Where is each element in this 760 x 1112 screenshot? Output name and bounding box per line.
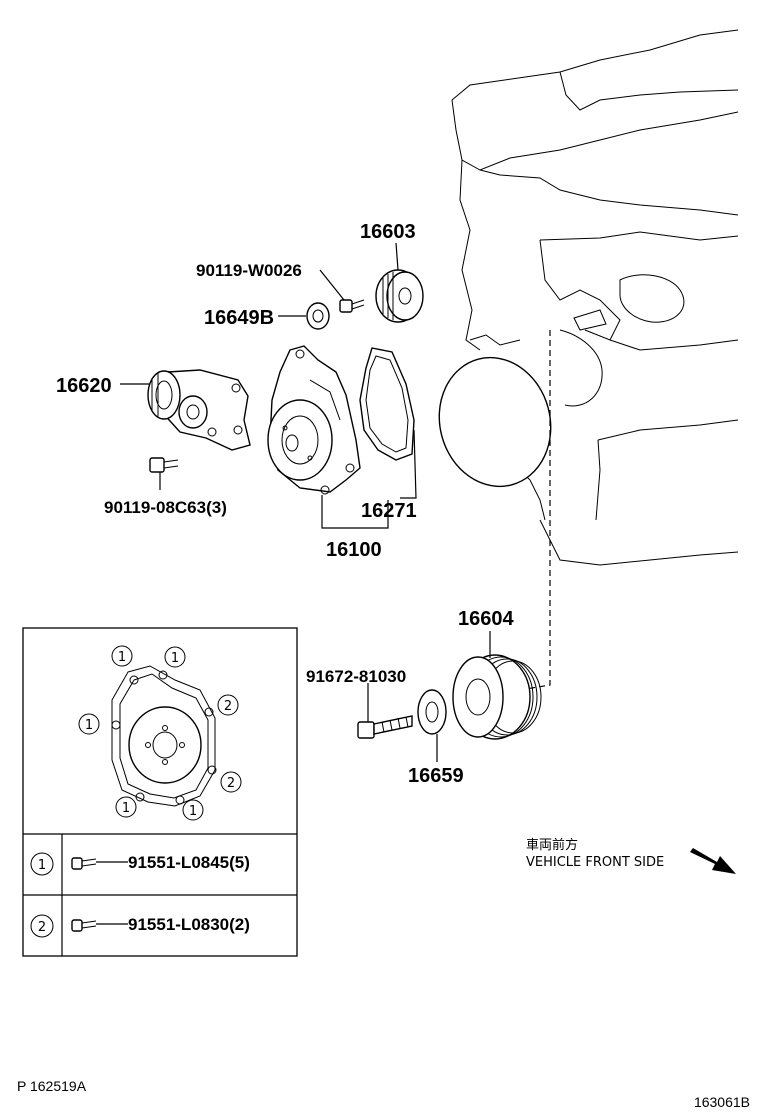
idler-pulley-16603 — [375, 269, 424, 323]
flange-callouts: 1 1 2 1 2 1 1 — [78, 645, 242, 821]
bolt-table-row-1: 1 91551-L0845(5) — [30, 852, 250, 876]
bolt-91672-81030 — [357, 715, 413, 739]
bolt-icon — [71, 919, 97, 932]
label-90119-w0026: 90119-W0026 — [196, 261, 302, 280]
callout-1b: 1 — [171, 651, 179, 666]
front-direction-arrow-icon — [690, 848, 736, 874]
footer-left-code: P 162519A — [17, 1078, 87, 1094]
pump-flange-outline — [111, 665, 217, 807]
callout-1e: 1 — [189, 804, 197, 819]
callout-2b: 2 — [227, 776, 235, 791]
label-16659: 16659 — [408, 765, 464, 787]
label-16271: 16271 — [361, 500, 417, 522]
row1-part-number: 91551-L0845(5) — [128, 853, 250, 872]
label-16620: 16620 — [56, 375, 112, 397]
row1-callout: 1 — [38, 858, 46, 873]
bolt-90119-w0026 — [339, 299, 365, 313]
row2-part-number: 91551-L0830(2) — [128, 915, 250, 934]
row2-callout: 2 — [38, 920, 46, 935]
front-note-en: VEHICLE FRONT SIDE — [526, 855, 664, 870]
water-pump-16100 — [267, 345, 361, 495]
gasket-16271 — [359, 347, 415, 461]
label-91672-81030: 91672-81030 — [306, 667, 406, 686]
label-16100: 16100 — [326, 539, 382, 561]
bolt-table-row-2: 2 91551-L0830(2) — [30, 914, 250, 938]
footer-right-code: 163061B — [694, 1094, 750, 1110]
label-16603: 16603 — [360, 221, 416, 243]
front-note-jp: 車両前方 — [526, 837, 578, 853]
bolt-90119-08c63 — [149, 457, 179, 473]
cap-16649b — [306, 302, 330, 330]
label-90119-08c63: 90119-08C63(3) — [104, 498, 227, 517]
callout-1d: 1 — [122, 801, 130, 816]
label-16649b: 16649B — [204, 307, 274, 329]
washer-16659 — [417, 689, 447, 735]
callout-1c: 1 — [85, 718, 93, 733]
leader-lines — [120, 242, 491, 762]
bolt-icon — [71, 857, 97, 870]
callout-1a: 1 — [118, 650, 126, 665]
engine-block-outline — [438, 29, 739, 566]
vehicle-front-note: 車両前方 VEHICLE FRONT SIDE — [526, 837, 736, 874]
tensioner-16620 — [147, 369, 251, 451]
bolt-table: 1 1 2 1 2 1 1 1 91551-L0845(5) — [22, 627, 298, 957]
label-16604: 16604 — [458, 608, 514, 630]
callout-2a: 2 — [224, 699, 232, 714]
crank-pulley-16604 — [452, 654, 542, 740]
